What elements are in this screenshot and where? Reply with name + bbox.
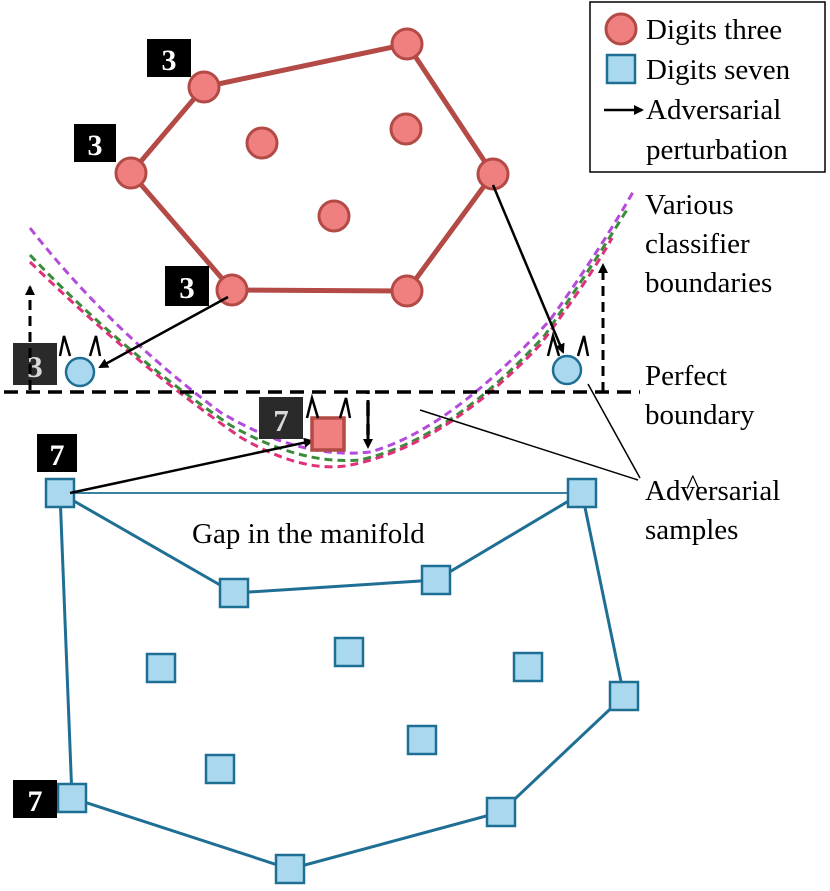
three-point — [476, 157, 510, 191]
boundary-purple — [28, 191, 635, 455]
three-point — [389, 112, 423, 146]
classifier-label: Various — [645, 189, 734, 221]
seven-point — [333, 636, 365, 668]
leader-line — [587, 383, 641, 479]
three-point — [245, 126, 279, 160]
three-point — [390, 274, 424, 308]
thumbnail-seven-adversarial: 7 — [259, 397, 303, 439]
seven-manifold — [44, 477, 640, 885]
thumbnail-seven: 7 — [13, 780, 57, 818]
legend-arrow-label: perturbation — [646, 134, 788, 166]
thumbnail-three: 3 — [147, 39, 191, 77]
seven-point — [485, 796, 517, 828]
svg-text:7: 7 — [28, 785, 43, 818]
boundary-pink — [28, 237, 614, 469]
seven-point — [56, 782, 88, 814]
three-point — [317, 199, 351, 233]
three-point — [114, 156, 148, 190]
adversarial-three-right — [551, 354, 583, 386]
leader-line — [419, 409, 639, 481]
seven-point — [420, 564, 452, 596]
gap-label: Gap in the manifold — [192, 518, 425, 550]
thumbnail-seven: 7 — [37, 434, 77, 472]
seven-point — [204, 753, 236, 785]
legend-seven-label: Digits seven — [646, 54, 791, 86]
seven-point — [406, 724, 438, 756]
legend-three-label: Digits three — [646, 14, 782, 46]
seven-point — [145, 652, 177, 684]
hat-mark — [305, 393, 352, 419]
adversarial-samples — [64, 354, 583, 452]
seven-point — [566, 477, 598, 509]
svg-text:3: 3 — [162, 44, 177, 77]
svg-text:7: 7 — [50, 439, 65, 472]
perturbation-arrow — [69, 437, 314, 495]
seven-point — [512, 651, 544, 683]
thumbnail-three: 3 — [74, 124, 116, 162]
perfect-boundary-label: Perfect — [645, 360, 727, 392]
svg-text:3: 3 — [88, 129, 103, 162]
hat-glyph-label: ^ — [686, 469, 700, 501]
adversarial-seven — [310, 416, 346, 452]
svg-text:7: 7 — [273, 403, 289, 438]
perturbation-arrow — [491, 184, 565, 354]
leader-lines — [419, 383, 641, 481]
svg-text:3: 3 — [179, 270, 195, 305]
perturbation-arrows — [69, 184, 565, 495]
thumbnail-three-adversarial: 3 — [13, 343, 57, 385]
classifier-boundaries — [28, 191, 635, 469]
classifier-label: classifier — [645, 228, 750, 260]
legend-arrow-label: Adversarial — [646, 94, 781, 126]
digit-thumbnails: 3 3 3 3 7 7 7 — [13, 39, 303, 818]
three-point — [390, 27, 424, 61]
classifier-label: boundaries — [645, 267, 772, 299]
seven-point — [608, 680, 640, 712]
hat-marks — [58, 331, 590, 419]
three-point — [187, 70, 221, 104]
perfect-boundary — [4, 390, 640, 435]
three-hull — [127, 41, 497, 294]
boundary-shift-arrows — [25, 263, 608, 449]
seven-point — [44, 477, 76, 509]
legend-seven-marker — [605, 53, 637, 85]
hat-mark — [58, 335, 102, 357]
perturbation-arrow — [98, 295, 229, 369]
adversarial-three-left — [64, 356, 96, 388]
hat-mark — [546, 331, 590, 357]
seven-point — [218, 577, 250, 609]
perfect-boundary-label: boundary — [645, 399, 755, 431]
thumbnail-three: 3 — [165, 266, 209, 306]
right-annotations: Various classifier boundaries Perfect bo… — [645, 189, 780, 546]
adversarial-samples-label: samples — [645, 514, 738, 546]
legend-three-marker — [604, 12, 638, 46]
boundary-green — [28, 207, 630, 463]
seven-point — [274, 853, 306, 885]
adversarial-samples-label: Adversarial — [645, 475, 780, 507]
legend: Digits three Digits seven Adversarial pe… — [589, 1, 826, 173]
